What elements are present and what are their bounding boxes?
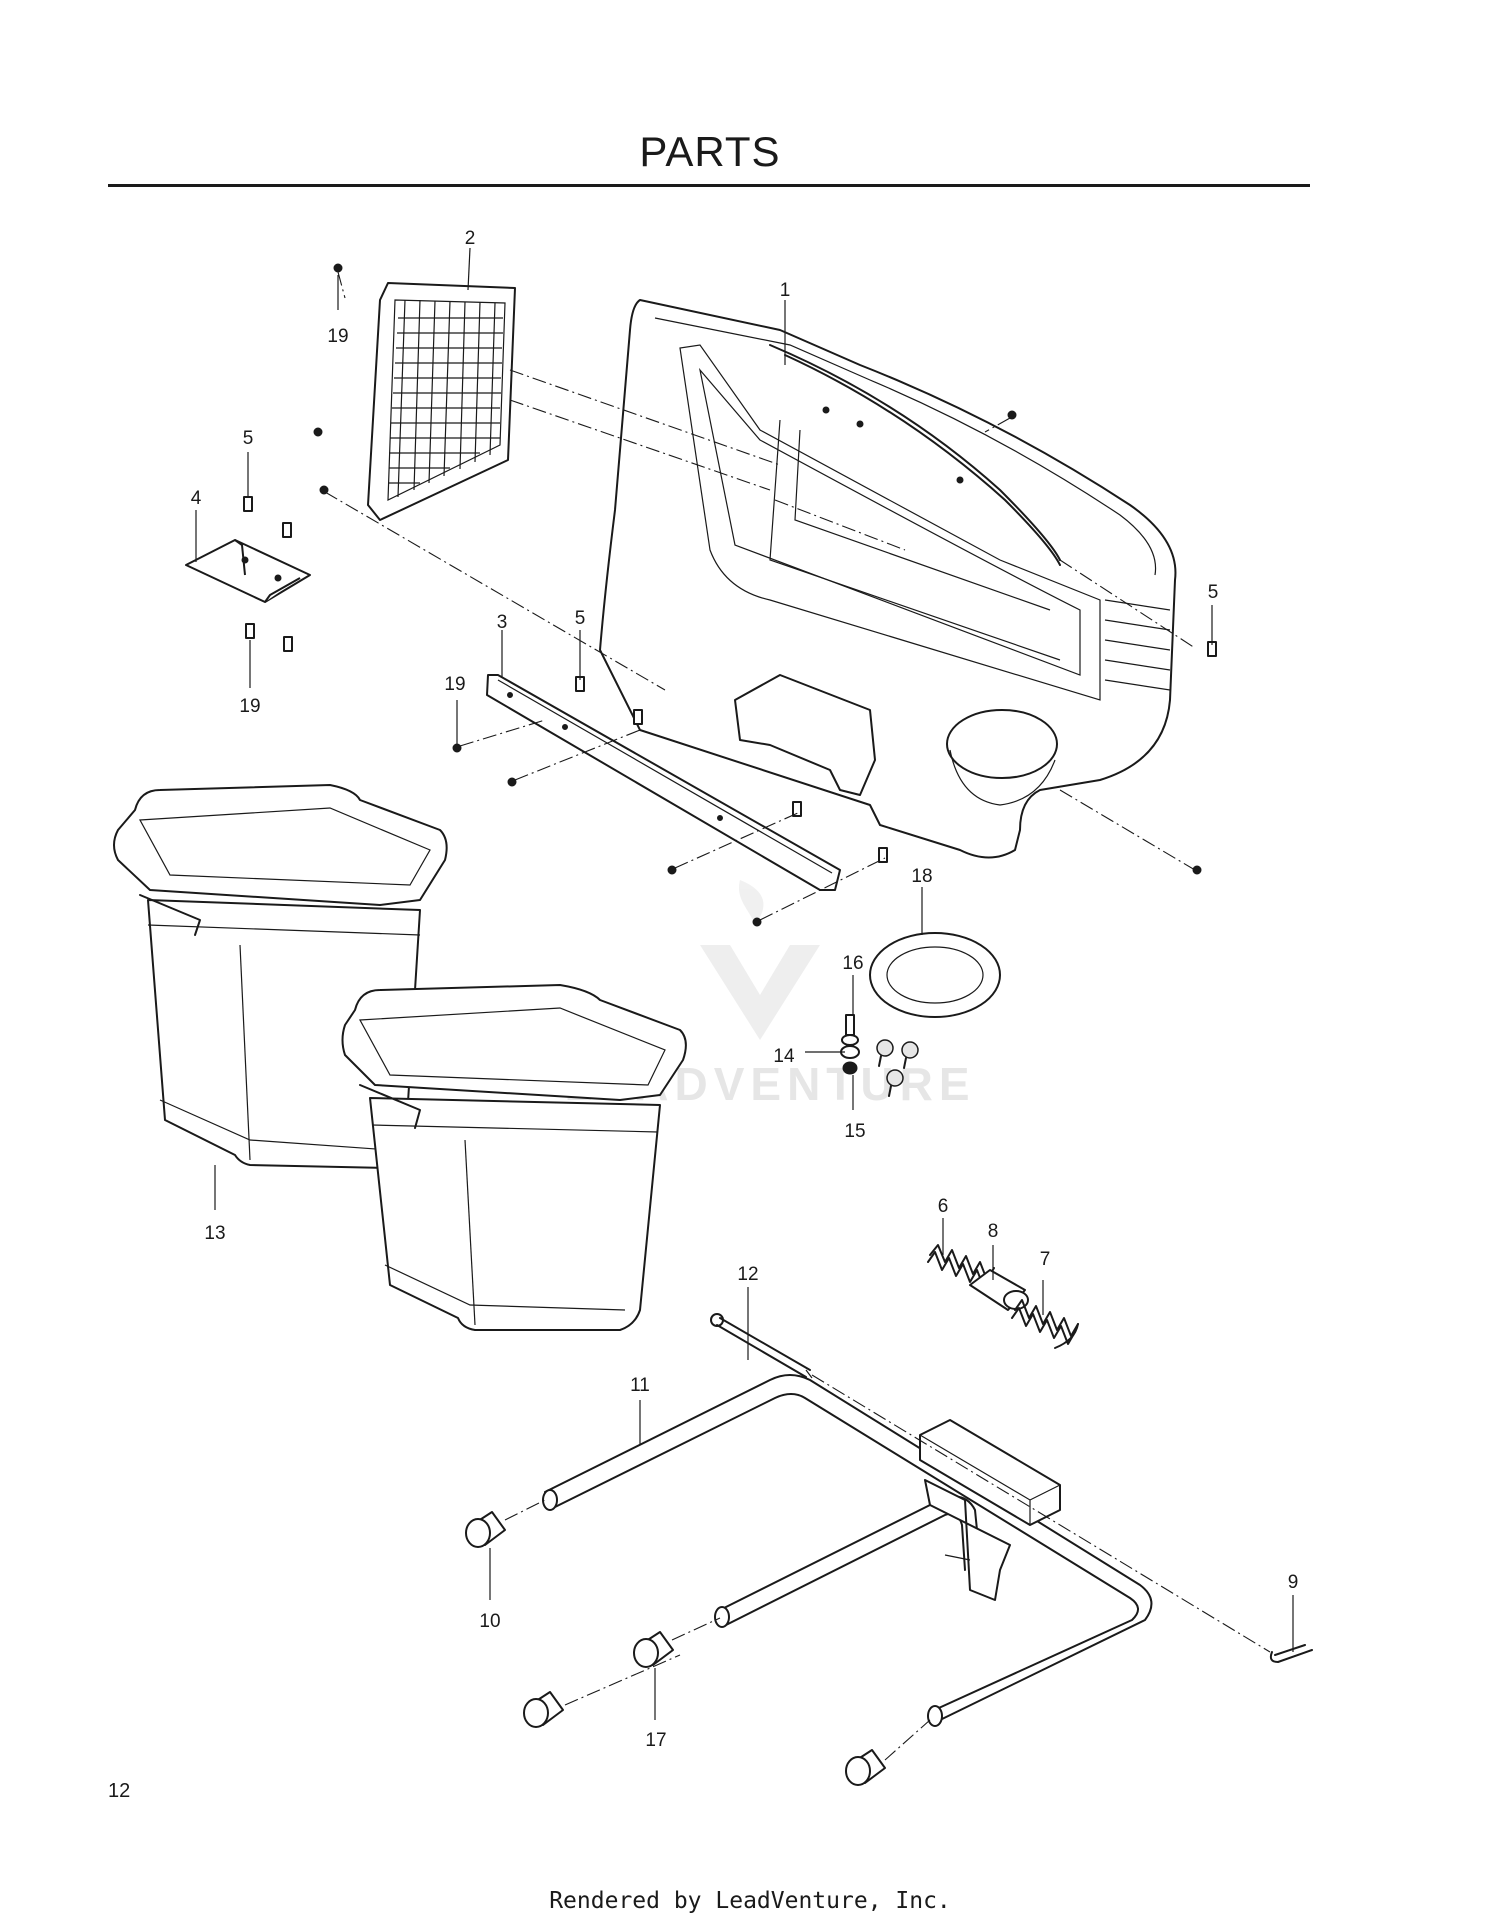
end-cap-lower-right: [845, 1749, 886, 1786]
spring-right: [1011, 1299, 1079, 1349]
hardware-bolts: [840, 1014, 919, 1097]
callout-5-right: 5: [1208, 582, 1219, 603]
page-number: 12: [108, 1780, 131, 1802]
callout-11: 11: [630, 1375, 650, 1396]
assembly-lines: [324, 271, 1271, 1761]
support-frame: [542, 1374, 1153, 1727]
spacer-tube: [969, 1269, 1029, 1311]
callout-10: 10: [479, 1611, 500, 1632]
callout-2: 2: [465, 228, 476, 249]
pivot-rod: [710, 1313, 813, 1379]
mount-bracket: [185, 539, 311, 603]
title-rule: [108, 184, 1310, 187]
footer-credit: Rendered by LeadVenture, Inc.: [549, 1888, 951, 1914]
callout-1: 1: [780, 280, 791, 301]
screws: [243, 263, 1217, 927]
end-cap-lower-left: [523, 1691, 564, 1728]
leader-lines: [195, 247, 1294, 1720]
collector-housing: [599, 299, 1177, 859]
callout-5-middle: 5: [575, 608, 586, 629]
bin-right: [341, 984, 687, 1331]
callout-19-left: 19: [239, 696, 260, 717]
deflector-bar: [486, 674, 841, 891]
page-title: PARTS: [639, 128, 781, 175]
callout-13: 13: [204, 1223, 225, 1244]
callout-17: 17: [645, 1730, 666, 1751]
bin-left: [113, 784, 448, 1169]
callout-7: 7: [1040, 1249, 1051, 1270]
callout-5-left: 5: [243, 428, 254, 449]
watermark-logo: [700, 880, 820, 1040]
callout-19-middle: 19: [444, 674, 465, 695]
callout-4: 4: [191, 488, 202, 509]
callout-12: 12: [737, 1264, 758, 1285]
hair-pin-clip: [1269, 1644, 1313, 1663]
end-cap-17: [633, 1631, 674, 1668]
callout-8: 8: [988, 1221, 999, 1242]
callout-15: 15: [844, 1121, 865, 1142]
callout-9: 9: [1288, 1572, 1299, 1593]
callout-6: 6: [938, 1196, 949, 1217]
callout-16: 16: [842, 953, 863, 974]
callout-18: 18: [911, 866, 932, 887]
callout-3: 3: [497, 612, 508, 633]
callout-19-top: 19: [327, 326, 348, 347]
end-cap-10: [465, 1511, 506, 1548]
screen-panel: [367, 282, 516, 521]
callout-14: 14: [773, 1046, 795, 1067]
gasket-ring: [869, 932, 1001, 1018]
callout-labels: 2 1 19 5 4 19 3 5 19 5 18 16 14 15 13 6 …: [191, 228, 1299, 1751]
